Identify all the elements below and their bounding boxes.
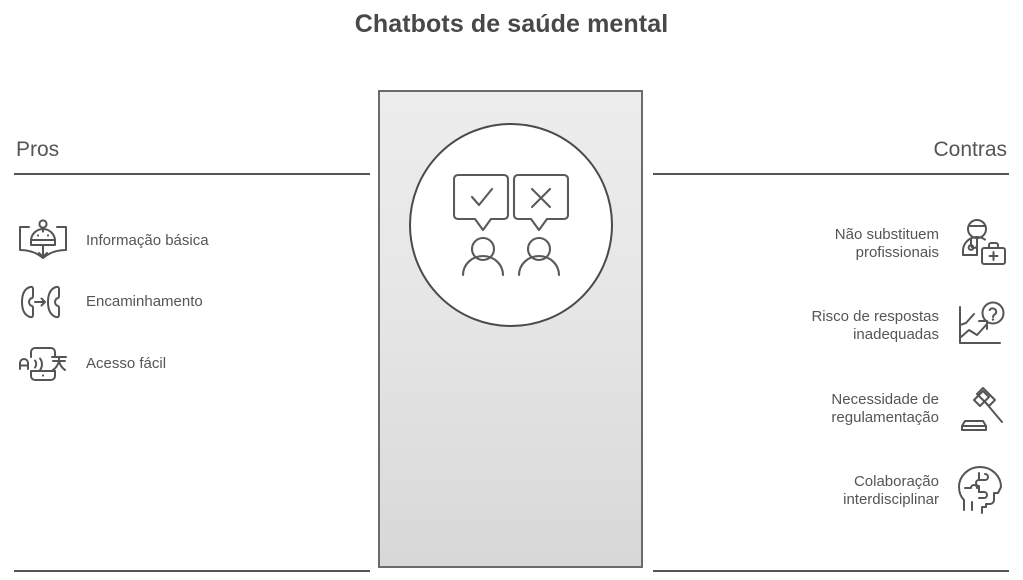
pros-heading: Pros: [16, 138, 60, 161]
list-item-label: Não substituem profissionais: [834, 226, 939, 261]
list-item-label: Encaminhamento: [86, 293, 203, 310]
two-people-check-x-speech-bubbles-icon: [452, 171, 569, 279]
list-item[interactable]: Colaboração interdisciplinar: [843, 462, 1009, 520]
doctor-medical-bag-icon: [951, 215, 1009, 273]
list-item-label: Necessidade de regulamentação: [831, 391, 939, 426]
list-item-label: Acesso fácil: [86, 355, 167, 372]
pros-top-divider: [14, 173, 370, 175]
list-item[interactable]: Acesso fácil: [14, 335, 166, 393]
center-panel: [378, 90, 643, 568]
chart-question-icon: [951, 297, 1009, 355]
list-item-label: Informação básica: [86, 232, 209, 249]
list-item[interactable]: Informação básica: [14, 212, 209, 270]
list-item-label: Risco de respostas inadequadas: [811, 308, 939, 343]
translate-phone-icon: [14, 335, 72, 393]
contras-heading: Contras: [933, 138, 1007, 161]
list-item-label: Colaboração interdisciplinar: [843, 473, 939, 508]
gavel-icon: [951, 380, 1009, 438]
robot-book-icon: [14, 212, 72, 270]
list-item[interactable]: Não substituem profissionais: [835, 215, 1009, 273]
head-puzzle-icon: [951, 462, 1009, 520]
list-item[interactable]: Necessidade de regulamentação: [831, 380, 1009, 438]
pros-bottom-divider: [14, 570, 370, 572]
center-circle: [408, 123, 613, 327]
contras-top-divider: [653, 173, 1009, 175]
contras-bottom-divider: [653, 570, 1009, 572]
list-item[interactable]: Encaminhamento: [14, 273, 203, 331]
page-title: Chatbots de saúde mental: [354, 10, 669, 38]
call-transfer-icon: [14, 273, 72, 331]
list-item[interactable]: Risco de respostas inadequadas: [811, 297, 1009, 355]
